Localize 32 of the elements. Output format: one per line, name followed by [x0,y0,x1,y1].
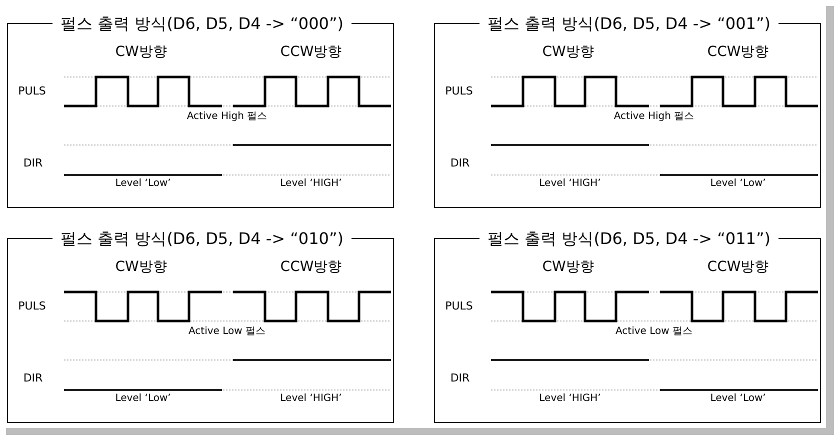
signal-name: PULS [445,86,473,96]
signal-name: DIR [450,158,470,168]
pulse-caption: Active High 펄스 [186,112,268,122]
signal-name: DIR [23,158,43,168]
panel-title: 펄스 출력 방식(D6, D5, D4 -> “011”) [480,231,778,247]
direction-heading: CW방향 [115,45,167,59]
direction-heading: CW방향 [542,260,594,274]
direction-heading: CCW방향 [707,45,769,59]
level-caption: Level ‘HIGH’ [280,179,342,189]
pulse-caption: Active High 펄스 [614,112,694,122]
signal-name: PULS [18,86,46,96]
level-caption: Level ‘HIGH’ [280,394,342,404]
panel-title: 펄스 출력 방식(D6, D5, D4 -> “001”) [480,16,778,32]
signal-name: DIR [23,372,43,384]
level-caption: Level ‘Low’ [710,394,766,404]
level-caption: Level ‘Low’ [710,179,766,189]
direction-heading: CCW방향 [707,260,769,274]
level-caption: Level ‘Low’ [115,179,171,189]
level-caption: Level ‘HIGH’ [539,394,601,404]
signal-name: PULS [18,300,46,312]
pulse-caption: Active Low 펄스 [616,327,692,337]
level-caption: Level ‘Low’ [115,394,171,404]
direction-heading: CW방향 [115,260,167,274]
signal-name: PULS [445,300,473,312]
panel-title: 펄스 출력 방식(D6, D5, D4 -> “010”) [52,231,352,247]
level-caption: Level ‘HIGH’ [539,179,601,189]
pulse-caption: Active Low 펄스 [188,327,266,337]
panel-title: 펄스 출력 방식(D6, D5, D4 -> “000”) [52,16,352,32]
direction-heading: CCW방향 [280,260,342,274]
signal-name: DIR [450,372,470,384]
direction-heading: CW방향 [542,45,594,59]
direction-heading: CCW방향 [280,45,342,59]
